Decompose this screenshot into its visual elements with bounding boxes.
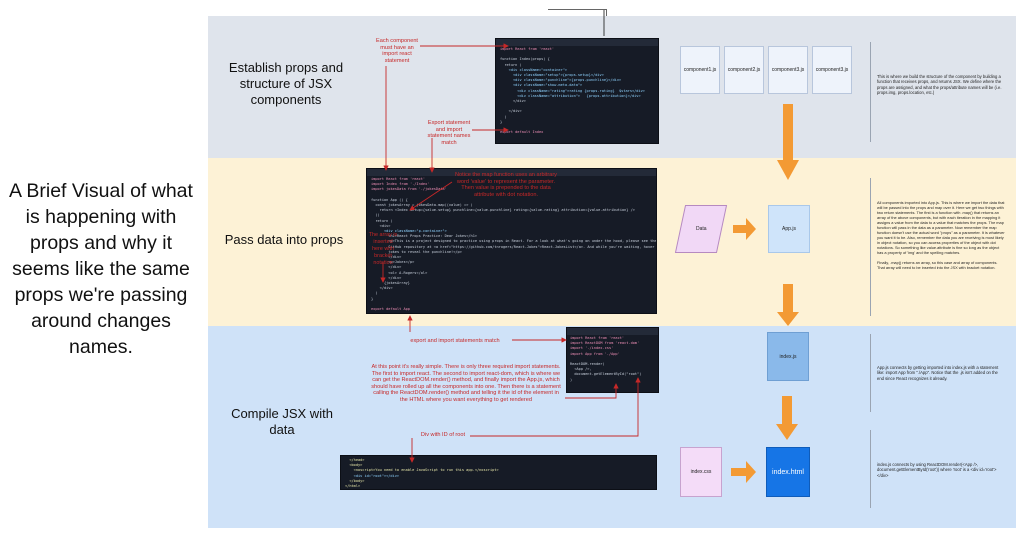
note-bot-html: index.js connects by using ReactDOM.rend… — [877, 462, 997, 478]
code-mid-line: import React from 'react' — [371, 177, 426, 181]
annotation-import-react: Each component must have an import react… — [376, 38, 418, 64]
code-mid-line: </div> — [371, 265, 402, 270]
index-css-box: index.css — [680, 447, 722, 497]
code-mid-line: jokes to reveal the punchline!</p> — [371, 249, 462, 254]
index-html-box: index.html — [766, 447, 810, 497]
stage-label-compile: Compile JSX with data — [231, 406, 333, 437]
code-top-line: return ( — [500, 62, 522, 67]
main-title: A Brief Visual of what is happening with… — [9, 180, 193, 358]
annotation-export-import-top: Export statement and import statement na… — [427, 120, 471, 146]
annotation-compile-note: At this point it's really simple. There … — [371, 364, 561, 403]
orange-flow-arrows — [731, 104, 799, 483]
code-index-line: ) — [570, 377, 573, 382]
bracket-top — [870, 42, 873, 142]
code-mid-line: function App () { — [371, 197, 408, 202]
bracket-mid — [870, 178, 873, 316]
stage-label-pass-data: Pass data into props — [224, 232, 344, 247]
code-mid-line: <div> — [371, 223, 391, 228]
code-index-line: import React from 'react' — [570, 336, 625, 340]
component-box-1: component1.js — [680, 46, 720, 94]
code-html-line: </body> — [345, 478, 365, 483]
code-html-line: </html> — [345, 484, 361, 489]
code-mid-line: ) — [371, 291, 378, 296]
code-html-line: <noscript>You need to enable JavaScript … — [345, 468, 499, 473]
code-mid-line: <h1>React Props Practice: Dear Jokes</h1… — [371, 234, 478, 239]
code-html-line: <div id="root"></div> — [345, 473, 400, 478]
annotation-div-root: Div with ID of root — [420, 432, 466, 438]
code-top-line: </div> — [500, 99, 526, 104]
bracket-bot-html — [870, 430, 873, 508]
code-top-line: ) — [500, 114, 507, 119]
code-mid-line: return <Index setup={value.setup} punchl… — [371, 208, 635, 213]
app-js-box: App.js — [768, 205, 810, 253]
code-top-line: <div className="setup">{props.setup}</di… — [500, 73, 604, 78]
code-mid-line: <p>Jokes</p> — [371, 260, 415, 265]
note-mid: All components imported into App.js. Thi… — [877, 200, 1005, 270]
code-html-line: </head> — [345, 458, 365, 462]
code-mid-line: {jokesArray} — [371, 281, 410, 286]
note-top: This is where we build the structure of … — [877, 74, 1002, 96]
code-index-line: import './index.css' — [570, 346, 614, 351]
red-annotation-arrows — [380, 43, 641, 463]
code-index-line: ReactDOM.render( — [570, 362, 605, 367]
code-index-line: import App from './App' — [570, 351, 620, 356]
code-mid-line: export default App — [371, 307, 410, 312]
code-mid-line: </div> — [371, 255, 402, 260]
component-box-4: component3.js — [812, 46, 852, 94]
annotation-map-note: Notice the map function uses an arbitrar… — [455, 172, 557, 198]
code-mid-line: import Index from './Index' — [371, 182, 430, 187]
code-mid-line: </div> — [371, 275, 402, 280]
code-top-line: <div className="show-meta-data"> — [500, 83, 583, 88]
component-box-3: component3.js — [768, 46, 808, 94]
code-panel-app: import React from 'react'import Index fr… — [366, 168, 657, 314]
index-js-box: index.js — [767, 332, 809, 381]
stage-label-structure: Establish props and structure of JSX com… — [228, 60, 344, 107]
top-connector — [548, 9, 607, 16]
code-top-line: </div> — [500, 109, 522, 114]
code-top-line: <div className="attribution"> {props.att… — [500, 93, 641, 98]
code-top-line: <div className="rating">rating {props.ra… — [500, 88, 645, 93]
code-top-line: function Index(props) { — [500, 57, 550, 62]
code-mid-line: </div> — [371, 286, 393, 291]
code-panel-html: </head> <body> <noscript>You need to ena… — [340, 455, 657, 490]
code-top-line: } — [500, 119, 503, 124]
code-index-line: document.getElementById("root") — [570, 372, 642, 377]
code-panel-component: import React from 'react' function Index… — [495, 38, 659, 144]
code-top-line: <div className="container"> — [500, 67, 568, 72]
code-index-line: import ReactDOM from 'react-dom' — [570, 341, 640, 346]
code-mid-line: import jokesData from './jokesData' — [371, 187, 447, 192]
code-top-line: import React from 'react' — [500, 47, 555, 51]
code-mid-line: <div className="p-container"> — [371, 229, 447, 234]
note-bot-app: App.js connects by getting imported into… — [877, 365, 999, 381]
code-top-line: <div className="punchline">{props.punchl… — [500, 78, 622, 83]
code-mid-line: return ( — [371, 218, 393, 223]
bracket-bot-app — [870, 334, 873, 412]
code-mid-line: )) — [371, 213, 380, 218]
code-index-line: <App />, — [570, 367, 592, 372]
code-html-line: <body> — [345, 463, 363, 468]
code-panel-index: import React from 'react'import ReactDOM… — [566, 327, 659, 393]
code-mid-line: <ol> A-Rogers</ol> — [371, 270, 428, 275]
code-mid-line: } — [371, 296, 374, 301]
code-mid-line: const jokesArray = jokesData.map((value)… — [371, 203, 473, 208]
component-box-2: component2.js — [724, 46, 764, 94]
code-mid-line: GitHub repository at <a href="https://gi… — [371, 244, 657, 249]
annotation-export-import-mid: export and import statements match — [410, 338, 500, 344]
